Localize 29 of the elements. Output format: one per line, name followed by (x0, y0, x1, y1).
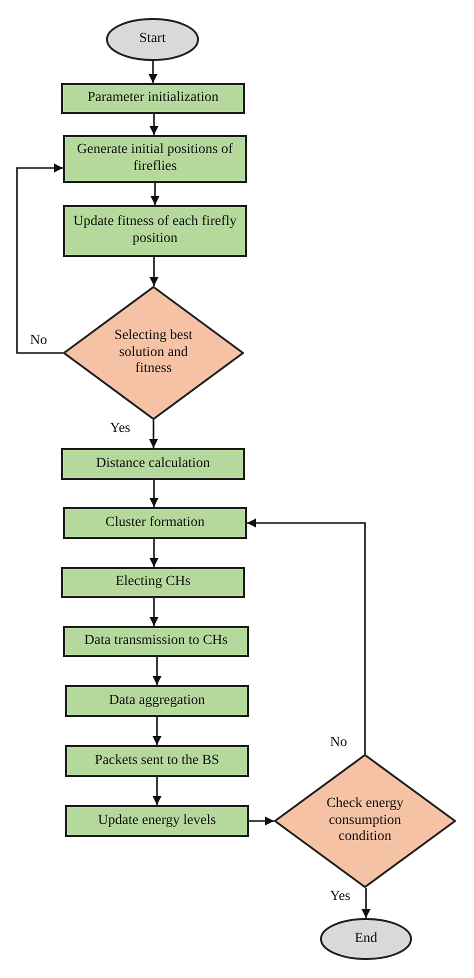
process-box: Update fitness of each firefly position (63, 205, 247, 257)
process-box: Parameter initialization (61, 83, 245, 114)
arrow (152, 657, 162, 685)
process-box: Data transmission to CHs (63, 626, 249, 657)
arrow (16, 164, 63, 354)
arrow (247, 518, 366, 754)
arrow (150, 114, 158, 135)
process-box: Packets sent to the BS (65, 745, 249, 777)
arrow (150, 480, 158, 507)
terminal-ellipse: Start (106, 18, 199, 61)
terminal-ellipse: End (320, 918, 412, 960)
arrow (148, 61, 158, 83)
process-box: Electing CHs (61, 567, 245, 598)
arrow (152, 717, 162, 745)
process-box: Cluster formation (63, 507, 247, 539)
arrow (150, 539, 158, 567)
arrow (249, 816, 274, 826)
arrow (150, 183, 160, 205)
arrow (150, 257, 158, 286)
process-box: Distance calculation (61, 448, 245, 480)
decision-diamond: Selecting best solution and fitness (63, 286, 244, 420)
process-box: Generate initial positions of fireflies (63, 135, 247, 183)
process-box: Update energy levels (65, 805, 249, 837)
arrow (152, 777, 162, 805)
arrow (149, 420, 158, 448)
decision-diamond: Check energy consumption condition (274, 754, 456, 888)
process-box: Data aggregation (65, 685, 249, 717)
arrow (362, 888, 370, 918)
arrow (150, 598, 158, 626)
